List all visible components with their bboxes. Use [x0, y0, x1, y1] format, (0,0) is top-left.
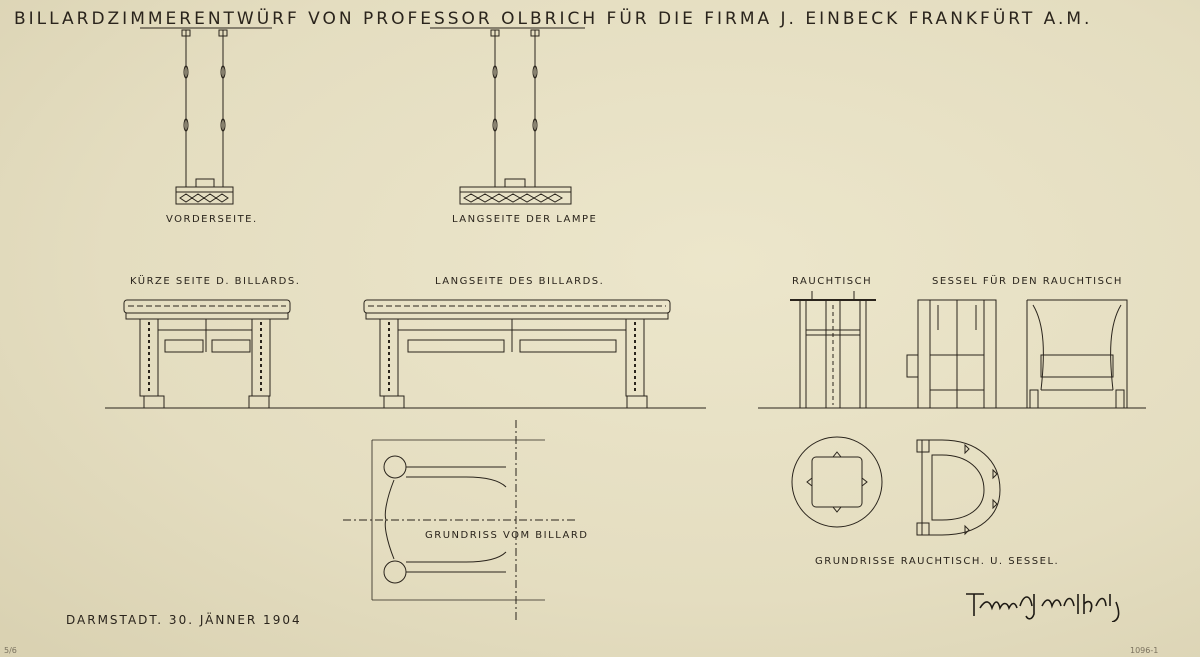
- billiard-short-side: [123, 299, 291, 409]
- smoking-table-elevation: [790, 291, 876, 409]
- label-lamp-long: Langseite der Lampe: [452, 214, 598, 225]
- label-armchair: Sessel für den Rauchtisch: [932, 276, 1123, 287]
- sheet-title: Billardzimmerentwürf von Professor Olbri…: [14, 9, 1093, 29]
- armchair-side-view: [906, 299, 997, 409]
- label-smoking-table: Rauchtisch: [792, 276, 873, 287]
- label-plans: Grundrisse Rauchtisch. u. Sessel.: [815, 556, 1060, 567]
- smoking-table-plan: [791, 436, 883, 528]
- billiard-long-side: [363, 299, 671, 409]
- label-billiard-long: Langseite des Billards.: [435, 276, 605, 287]
- armchair-plan: [916, 439, 1001, 536]
- label-lamp-front: Vorderseite.: [166, 214, 258, 225]
- lamp-front-view: [175, 29, 234, 205]
- label-billiard-short: Kürze Seite D. Billards.: [130, 276, 301, 287]
- billiard-plan: [343, 420, 575, 620]
- date-label: Darmstadt. 30. Jänner 1904: [66, 613, 302, 627]
- signature: [966, 593, 1120, 622]
- edge-note-left: 5/6: [4, 646, 17, 655]
- edge-note-right: 1096-1: [1130, 646, 1159, 655]
- label-billiard-plan: Grundriss vom Billard: [425, 530, 589, 541]
- lamp-long-view: [459, 29, 572, 205]
- armchair-front-view: [1026, 299, 1128, 409]
